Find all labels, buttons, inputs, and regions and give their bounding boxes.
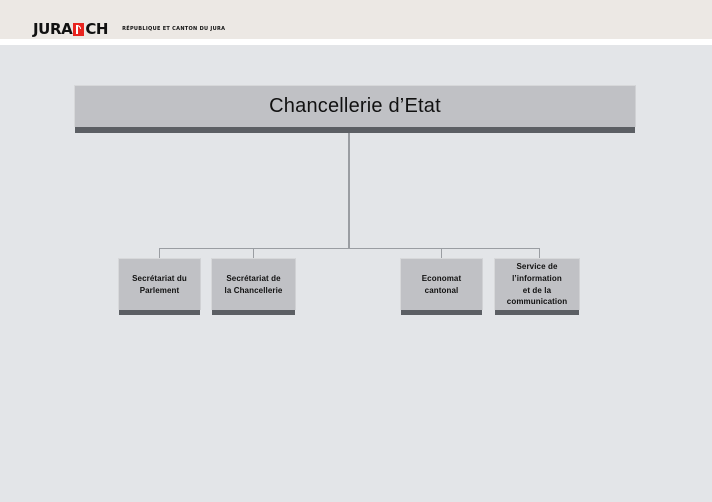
org-node-label: Service de l’information et de la commun… bbox=[506, 262, 568, 307]
org-node-secretariat-parlement[interactable]: Secrétariat du Parlement bbox=[118, 258, 201, 315]
connector-drop-4 bbox=[539, 248, 540, 259]
node-shadow bbox=[212, 310, 295, 315]
org-node-label: Secrétariat du Parlement bbox=[132, 273, 187, 295]
org-node-root[interactable]: Chancellerie d’Etat bbox=[74, 85, 636, 133]
logo-tagline: RÉPUBLIQUE ET CANTON DU JURA bbox=[122, 25, 226, 32]
connector-trunk-vertical bbox=[348, 133, 350, 248]
logo-word-ch: CH bbox=[85, 19, 109, 38]
node-shadow bbox=[401, 310, 482, 315]
logo-word-jura: JURA bbox=[33, 19, 73, 38]
node-shadow bbox=[75, 127, 635, 133]
node-shadow bbox=[495, 310, 579, 315]
connector-drop-2 bbox=[253, 248, 254, 259]
org-node-label: Economat cantonal bbox=[421, 273, 462, 295]
node-shadow bbox=[119, 310, 200, 315]
connector-drop-3 bbox=[441, 248, 442, 259]
header-band bbox=[0, 0, 712, 39]
connector-drop-1 bbox=[159, 248, 160, 259]
org-node-service-information[interactable]: Service de l’information et de la commun… bbox=[494, 258, 580, 315]
org-chart: Chancellerie d’Etat Secrétariat du Parle… bbox=[0, 45, 712, 502]
org-node-label: Secrétariat de la Chancellerie bbox=[224, 273, 283, 295]
org-node-root-label: Chancellerie d’Etat bbox=[269, 95, 441, 117]
org-node-secretariat-chancellerie[interactable]: Secrétariat de la Chancellerie bbox=[211, 258, 296, 315]
org-node-economat-cantonal[interactable]: Economat cantonal bbox=[400, 258, 483, 315]
connector-bus-horizontal bbox=[159, 248, 540, 249]
header-divider bbox=[0, 39, 712, 45]
jura-crozier-emblem-icon bbox=[73, 22, 85, 36]
jura-ch-logo[interactable]: JURA CH RÉPUBLIQUE ET CANTON DU JURA bbox=[33, 20, 225, 38]
